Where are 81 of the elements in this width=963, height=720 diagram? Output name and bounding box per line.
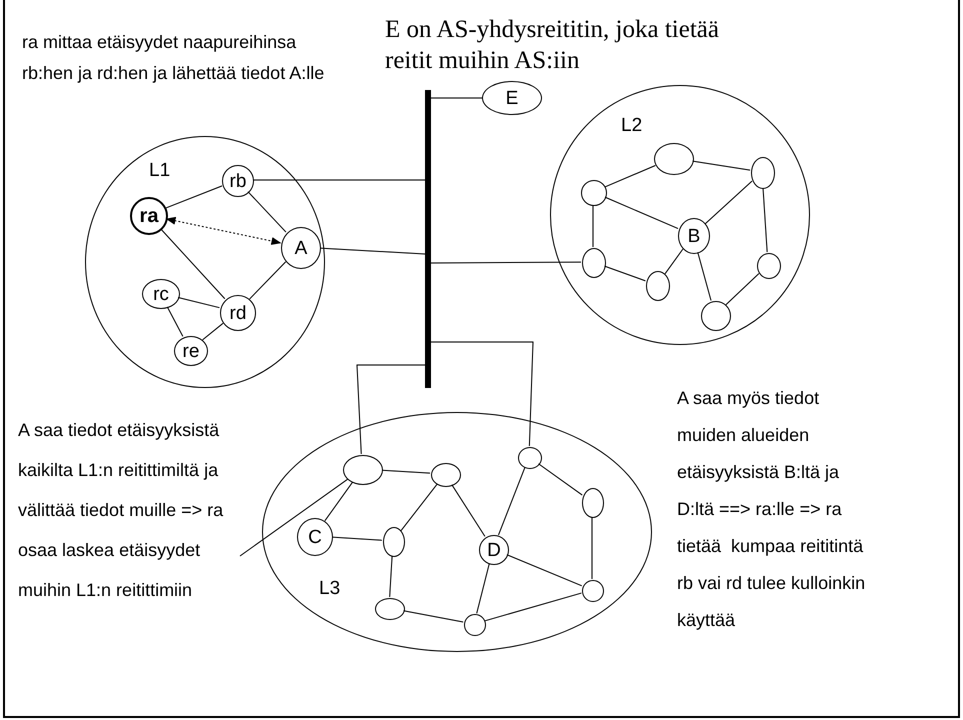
area-circle bbox=[550, 85, 810, 345]
router-node bbox=[142, 279, 180, 309]
note-text: A saa tiedot etäisyyksistä kaikilta L1:n reitittimiltä ja välittää tiedot muille => ra osaa laskea etäisyydet muihin L1:n reitittimiin bbox=[18, 410, 228, 692]
connector-line bbox=[166, 216, 282, 245]
router-circle bbox=[375, 598, 405, 620]
connector-line bbox=[498, 466, 526, 536]
connector-line bbox=[324, 482, 354, 522]
router-node bbox=[220, 295, 256, 331]
connector-line bbox=[697, 252, 712, 302]
node-label: E bbox=[506, 88, 518, 108]
router-circle bbox=[751, 157, 775, 189]
area-label: L1 bbox=[149, 161, 170, 180]
node-label: rd bbox=[230, 304, 246, 322]
connector-line bbox=[604, 196, 679, 230]
connector-line bbox=[356, 364, 426, 454]
connector-line bbox=[538, 463, 583, 496]
connector-line bbox=[430, 262, 582, 264]
router-node bbox=[297, 518, 333, 556]
connector-line bbox=[403, 610, 464, 622]
connector-line bbox=[692, 160, 751, 171]
router-circle bbox=[582, 248, 606, 278]
note-text: E on AS-yhdysreititin, joka tietää reitit muihin AS:iin bbox=[385, 15, 720, 76]
connector-line bbox=[664, 248, 684, 274]
node-label: C bbox=[308, 528, 322, 546]
router-circle bbox=[431, 463, 461, 487]
router-circle bbox=[701, 301, 731, 331]
connector-line bbox=[165, 185, 223, 209]
node-label: ra bbox=[140, 206, 158, 226]
connector-line bbox=[389, 555, 393, 598]
node-label: B bbox=[688, 226, 700, 246]
connector-line bbox=[160, 228, 226, 300]
node-label: rc bbox=[153, 284, 169, 304]
connector-line bbox=[704, 180, 753, 224]
connector-line bbox=[604, 266, 646, 282]
router-node bbox=[281, 227, 321, 269]
connector-line bbox=[381, 470, 431, 474]
router-circle bbox=[582, 580, 604, 602]
connector-line bbox=[166, 306, 184, 337]
router-node bbox=[479, 535, 509, 565]
connector-line bbox=[178, 296, 220, 308]
router-circle bbox=[582, 488, 604, 518]
router-node bbox=[174, 336, 208, 366]
connector-line bbox=[725, 273, 760, 306]
router-circle bbox=[343, 455, 383, 485]
router-circle bbox=[646, 271, 670, 301]
router-circle bbox=[654, 143, 694, 175]
router-circle bbox=[518, 447, 542, 469]
note-text: ra mittaa etäisyydet naapureihinsa rb:hen ja rd:hen ja lähettää tiedot A:lle bbox=[22, 31, 326, 85]
router-node bbox=[222, 165, 254, 197]
router-circle bbox=[383, 527, 405, 557]
node-label: re bbox=[182, 342, 200, 360]
node-label: A bbox=[294, 238, 308, 258]
connector-line bbox=[476, 563, 490, 614]
node-label: rb bbox=[230, 172, 246, 190]
connector-line bbox=[331, 536, 382, 541]
router-node bbox=[130, 197, 168, 235]
connector-line bbox=[451, 484, 486, 537]
connector-line bbox=[400, 484, 438, 532]
area-label: L2 bbox=[621, 116, 642, 135]
area-circle bbox=[262, 412, 652, 652]
connector-line bbox=[319, 248, 426, 254]
router-circle bbox=[581, 180, 607, 206]
area-label: L3 bbox=[319, 579, 340, 598]
router-circle bbox=[757, 253, 781, 279]
router-circle bbox=[464, 614, 486, 636]
connector-line bbox=[506, 554, 582, 586]
note-text: A saa myös tiedot muiden alueiden etäisyyksistä B:ltä ja D:ltä ==> ra:lle => ra tietää kumpaa reititintä rb vai rd tulee kulloinkin käyttää bbox=[677, 387, 866, 632]
area-circle bbox=[85, 136, 325, 388]
connector-line bbox=[202, 322, 224, 340]
router-node bbox=[678, 218, 710, 254]
leader-line bbox=[240, 478, 348, 556]
connector-line bbox=[430, 342, 534, 446]
connector-line bbox=[247, 191, 286, 233]
connector-line bbox=[484, 592, 582, 622]
connector-line bbox=[592, 204, 594, 248]
connector-line bbox=[604, 165, 656, 188]
connector-line bbox=[249, 261, 286, 300]
connector-line bbox=[762, 187, 768, 253]
router-node bbox=[482, 81, 542, 115]
backbone-bar bbox=[425, 90, 431, 388]
node-label: D bbox=[487, 540, 501, 560]
